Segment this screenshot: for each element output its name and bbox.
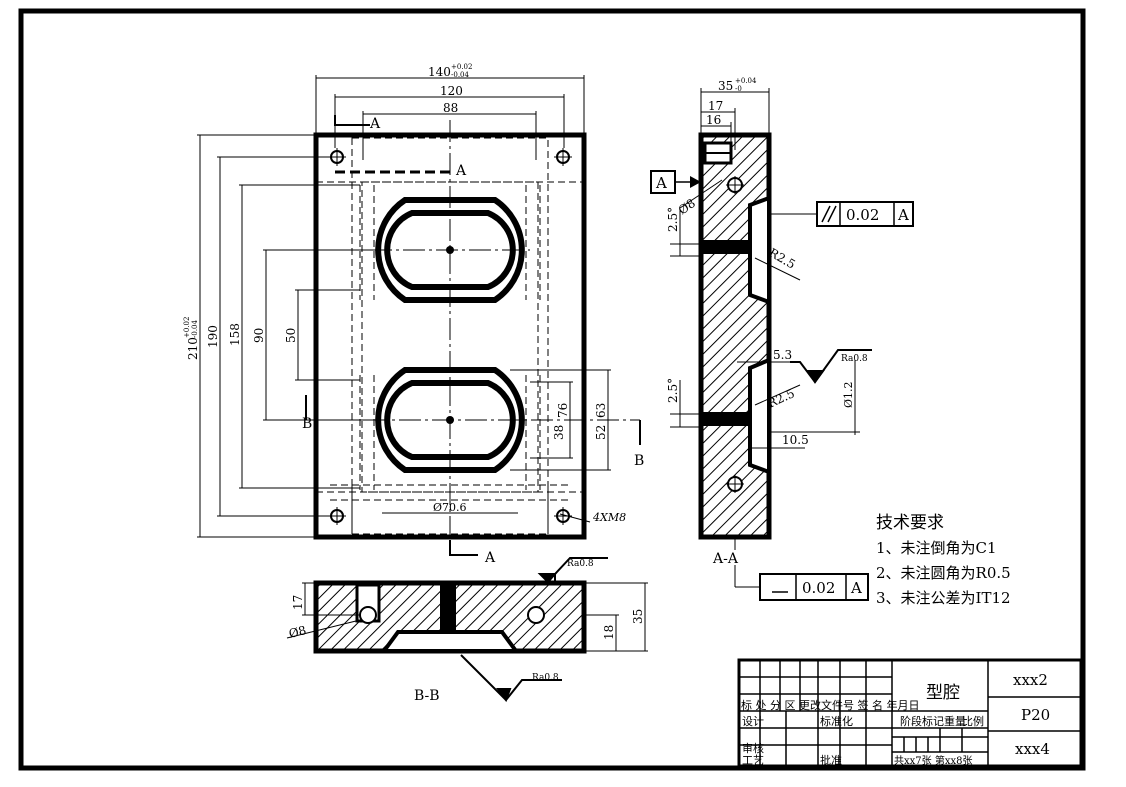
dim-210: 210 (186, 337, 200, 360)
dim-35: 35 (718, 79, 733, 93)
notes-line2: 2、未注圆角为R0.5 (876, 564, 1011, 582)
dim-210-tol-lower: -0.04 (191, 320, 199, 338)
bb-dim-35: 35 (631, 609, 645, 624)
view-label-aa: A-A (712, 551, 739, 567)
tb-weight: 重量 (944, 714, 966, 728)
dim-190: 190 (206, 325, 220, 348)
tb-code-top: xxx2 (1013, 671, 1048, 689)
section-a-path: A (455, 163, 467, 179)
section-b-left: B (302, 416, 312, 432)
dim-140-tol-upper: +0.02 (451, 63, 472, 71)
roughness-side: Ra0.8 (841, 354, 868, 364)
dim-90: 90 (252, 328, 266, 343)
dim-thread: 4XM8 (592, 511, 626, 524)
roughness-symbol (790, 349, 872, 384)
notes-line3: 3、未注公差为IT12 (876, 589, 1011, 607)
dim-105: 10.5 (782, 433, 809, 447)
datum-label: A (655, 174, 667, 192)
bb-dim-18: 18 (602, 625, 616, 640)
section-bb-view: Ra0.8 Ra0.8 17 Ø8 18 35 B-B (286, 557, 648, 704)
tb-scale: 比例 (962, 714, 984, 728)
tb-craft: 工艺 (742, 754, 764, 767)
section-a-top: A (369, 116, 381, 132)
bb-dim-dia8: Ø8 (287, 623, 307, 641)
roughness-bb-top: Ra0.8 (567, 559, 594, 569)
tb-part-name: 型腔 (926, 683, 960, 703)
tb-sheets: 共xx7张 第xx8张 (894, 754, 972, 767)
dim-angle1: 2.5° (666, 207, 680, 232)
dim-140: 140 (428, 65, 451, 79)
front-view: A A A B B 140 +0.02 -0.04 120 88 Ø70.6 4… (183, 63, 644, 566)
dim-38: 38 (552, 425, 566, 440)
dim-210-tol-upper: +0.02 (183, 317, 191, 338)
flatness-value: 0.02 (802, 579, 835, 597)
dim-158: 158 (228, 323, 242, 346)
dim-35-tol-upper: +0.04 (735, 77, 757, 85)
dim-120: 120 (440, 84, 463, 98)
dim-50: 50 (284, 328, 298, 343)
sheet-border (18, 8, 1086, 771)
dim-dia706: Ø70.6 (433, 501, 467, 514)
dim-16: 16 (706, 113, 721, 127)
dim-dia12: Ø1.2 (842, 381, 855, 408)
tb-stage: 阶段标记 (900, 714, 944, 728)
dim-angle2: 2.5° (666, 378, 680, 403)
dim-140-tol-lower: -0.04 (451, 71, 469, 79)
flatness-datum: A (850, 579, 862, 597)
tb-material: P20 (1021, 706, 1050, 724)
dim-52: 52 (594, 425, 608, 440)
side-view: 35 +0.04 -0 17 16 A 0.02 A (650, 77, 914, 601)
bb-dim-17: 17 (291, 595, 305, 610)
view-label-bb: B-B (414, 688, 440, 704)
tb-check: 审核 (742, 741, 764, 755)
tb-code-bottom: xxx4 (1015, 740, 1050, 758)
dim-35-tol-lower: -0 (735, 85, 742, 93)
dim-53: 5.3 (773, 348, 792, 362)
title-block: 型腔 xxx2 P20 xxx4 标 处 分 区 更改文件号 签 名 年月日 设… (737, 658, 1083, 768)
cavity-upper (375, 197, 525, 303)
tb-design: 设计 (742, 715, 764, 728)
section-a-bottom: A (484, 550, 496, 566)
notes-line1: 1、未注倒角为C1 (876, 539, 997, 557)
cavity-lower (375, 367, 525, 473)
roughness-bb-bottom: Ra0.8 (532, 673, 559, 683)
flatness-tolerance-frame: 0.02 A (734, 565, 869, 601)
notes-title: 技术要求 (876, 513, 944, 533)
tb-revision-row: 标 处 分 区 更改文件号 签 名 年月日 (741, 698, 919, 712)
dim-76: 76 (556, 403, 570, 418)
parallel-value: 0.02 (846, 206, 879, 224)
parallel-tolerance-frame: 0.02 A (769, 201, 914, 227)
dim-63: 63 (594, 403, 608, 418)
tb-standard: 标准化 (820, 714, 853, 728)
dim-17: 17 (708, 99, 723, 113)
parallel-datum: A (897, 206, 909, 224)
tb-approve: 批准 (820, 753, 842, 767)
section-b-right: B (634, 453, 644, 469)
technical-notes: 技术要求 1、未注倒角为C1 2、未注圆角为R0.5 3、未注公差为IT12 (876, 513, 1011, 607)
dim-88: 88 (443, 101, 458, 115)
